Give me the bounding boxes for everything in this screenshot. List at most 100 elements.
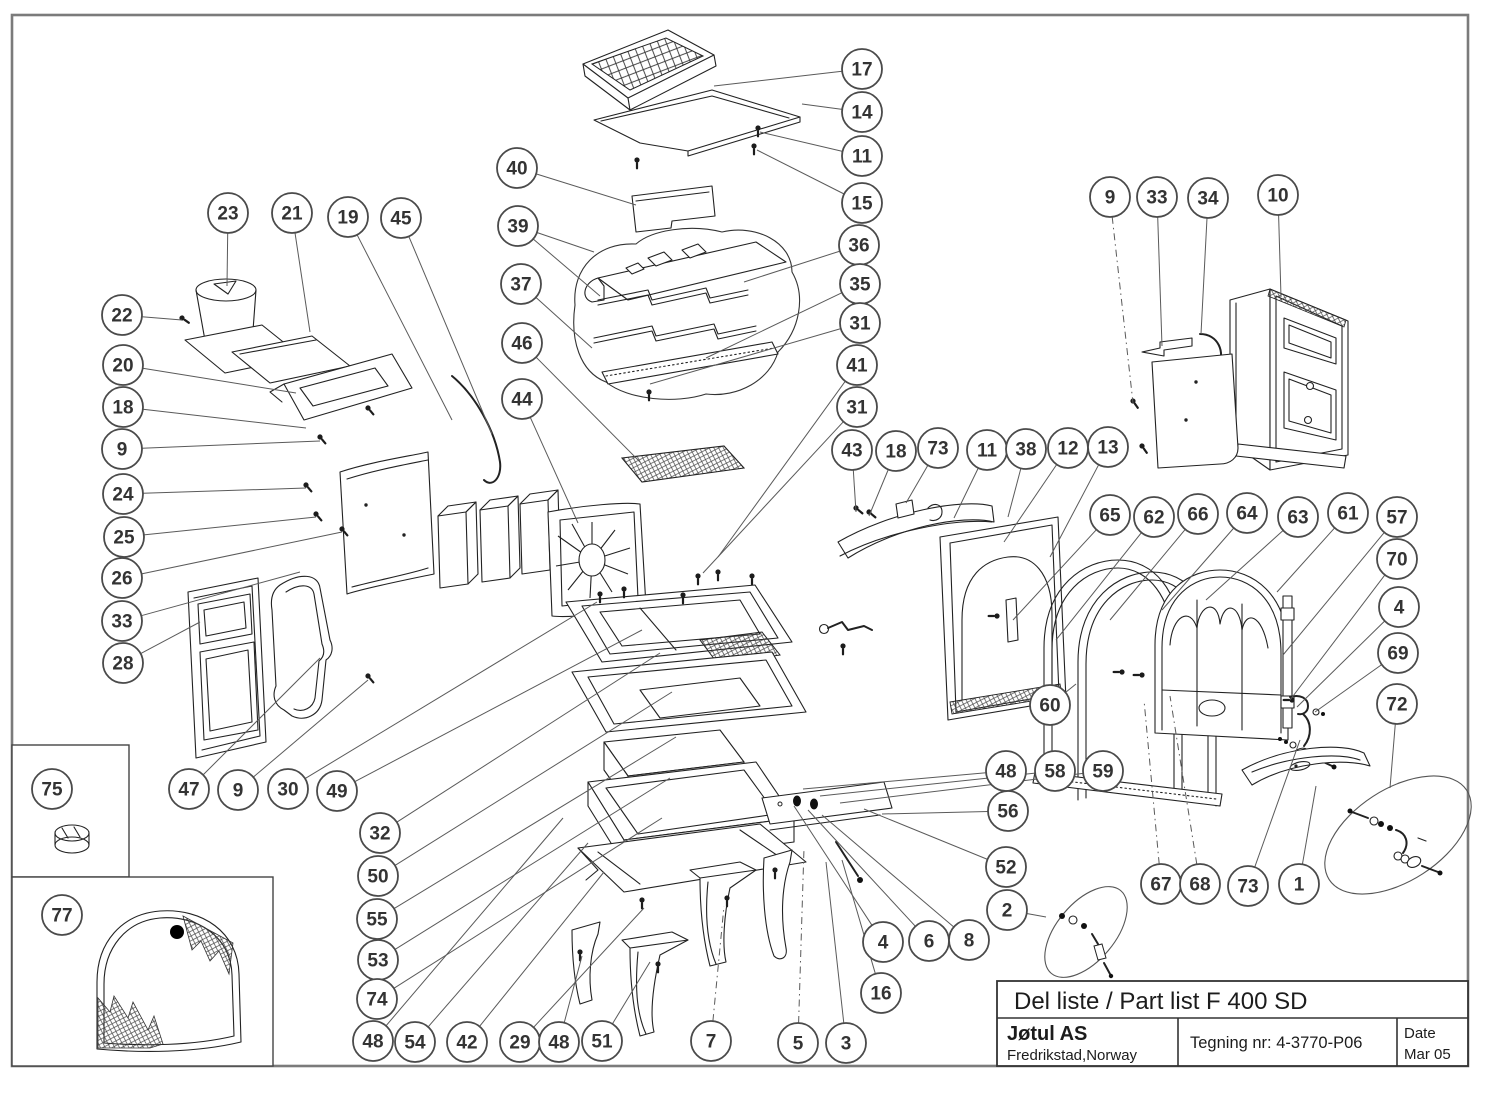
leader-line	[821, 814, 955, 928]
balloon-15: 15	[841, 182, 883, 224]
balloon-61: 61	[1327, 492, 1369, 534]
svg-text:45: 45	[390, 209, 412, 230]
part-front-door	[1154, 569, 1295, 741]
title-block-company: Jøtul AS	[1007, 1023, 1087, 1045]
balloon-33: 33	[101, 600, 143, 642]
svg-text:34: 34	[1197, 189, 1219, 210]
part-front-trim-plate	[631, 185, 716, 233]
svg-text:51: 51	[591, 1032, 613, 1053]
balloon-11: 11	[841, 135, 883, 177]
svg-text:4: 4	[1394, 598, 1405, 619]
balloon-57: 57	[1376, 496, 1418, 538]
balloon-77: 77	[41, 894, 83, 936]
balloon-60: 60	[1029, 684, 1071, 726]
balloon-31: 31	[836, 386, 878, 428]
balloon-18: 18	[875, 430, 917, 472]
leader-line	[807, 809, 916, 927]
balloon-19: 19	[327, 196, 369, 238]
balloon-24: 24	[102, 473, 144, 515]
leader-line	[143, 516, 317, 536]
leader-line	[532, 238, 601, 297]
svg-text:13: 13	[1097, 438, 1118, 459]
balloon-32: 32	[359, 812, 401, 854]
part-shaker-handle	[818, 621, 873, 656]
balloon-12: 12	[1047, 427, 1089, 469]
svg-text:25: 25	[113, 528, 135, 549]
svg-text:64: 64	[1236, 504, 1258, 525]
leader-line	[141, 316, 183, 321]
leader-line	[141, 531, 343, 575]
svg-text:9: 9	[1105, 188, 1116, 209]
leader-line	[705, 292, 843, 359]
svg-text:36: 36	[848, 236, 869, 257]
leader-line	[202, 657, 321, 776]
svg-text:74: 74	[366, 990, 388, 1011]
leader-line	[393, 817, 663, 989]
balloon-33: 33	[1136, 176, 1178, 218]
leader-line	[142, 367, 297, 394]
leader-line	[479, 871, 605, 1027]
leader-line	[802, 772, 987, 790]
balloon-7: 7	[690, 1020, 732, 1062]
leader-line	[1314, 664, 1382, 713]
balloon-52: 52	[985, 846, 1027, 888]
balloon-37: 37	[500, 263, 542, 305]
svg-text:62: 62	[1143, 508, 1164, 529]
balloon-30: 30	[267, 768, 309, 810]
svg-text:33: 33	[1146, 188, 1167, 209]
balloon-69: 69	[1377, 632, 1419, 674]
leader-line	[427, 842, 589, 1028]
svg-text:57: 57	[1386, 508, 1407, 529]
balloon-41: 41	[836, 344, 878, 386]
svg-text:41: 41	[846, 356, 868, 377]
balloon-29: 29	[499, 1021, 541, 1063]
svg-text:32: 32	[369, 824, 390, 845]
balloon-11: 11	[966, 429, 1008, 471]
balloon-31: 31	[839, 302, 881, 344]
svg-text:60: 60	[1039, 696, 1060, 717]
balloon-46: 46	[501, 322, 543, 364]
svg-text:75: 75	[41, 780, 63, 801]
leader-line	[1282, 532, 1385, 656]
svg-text:69: 69	[1387, 644, 1408, 665]
part-insulation-bricks	[437, 489, 561, 589]
balloon-74: 74	[356, 978, 398, 1020]
drawing-border	[10, 13, 1470, 1068]
leader-line	[1007, 468, 1022, 518]
leader-line	[304, 601, 598, 780]
part-bottom-frame	[571, 651, 807, 733]
svg-text:77: 77	[51, 906, 72, 927]
leader-line	[1205, 530, 1284, 601]
title-block-location: Fredrikstad,Norway	[1007, 1047, 1138, 1064]
leader-line	[1301, 785, 1317, 865]
leader-line	[1157, 216, 1163, 347]
balloon-54: 54	[394, 1021, 436, 1063]
svg-text:19: 19	[337, 208, 358, 229]
svg-text:58: 58	[1044, 762, 1065, 783]
title-block-date-label: Date	[1404, 1025, 1436, 1042]
leader-line	[1143, 699, 1160, 865]
title-block-drawing-no: Tegning nr: 4-3770-P06	[1190, 1034, 1362, 1052]
svg-text:39: 39	[507, 217, 528, 238]
title-block-title: Del liste / Part list F 400 SD	[1014, 988, 1307, 1015]
leader-line	[140, 621, 201, 655]
balloon-50: 50	[357, 855, 399, 897]
balloon-18: 18	[102, 386, 144, 428]
balloon-65: 65	[1089, 494, 1131, 536]
balloon-45: 45	[380, 197, 422, 239]
svg-text:10: 10	[1267, 186, 1288, 207]
balloon-47: 47	[168, 768, 210, 810]
part-bottom-heat-shield	[577, 823, 807, 910]
leader-line	[713, 70, 843, 87]
part-legs	[571, 849, 793, 1037]
balloon-44: 44	[501, 378, 543, 420]
leader-line	[396, 652, 661, 823]
title-block: Del liste / Part list F 400 SD Jøtul AS …	[996, 980, 1469, 1067]
balloon-8: 8	[948, 919, 990, 961]
balloon-70: 70	[1376, 538, 1418, 580]
leader-line	[712, 905, 725, 1022]
svg-text:46: 46	[511, 334, 532, 355]
inset-latch-parts	[1044, 886, 1128, 979]
leader-line	[798, 847, 805, 1024]
